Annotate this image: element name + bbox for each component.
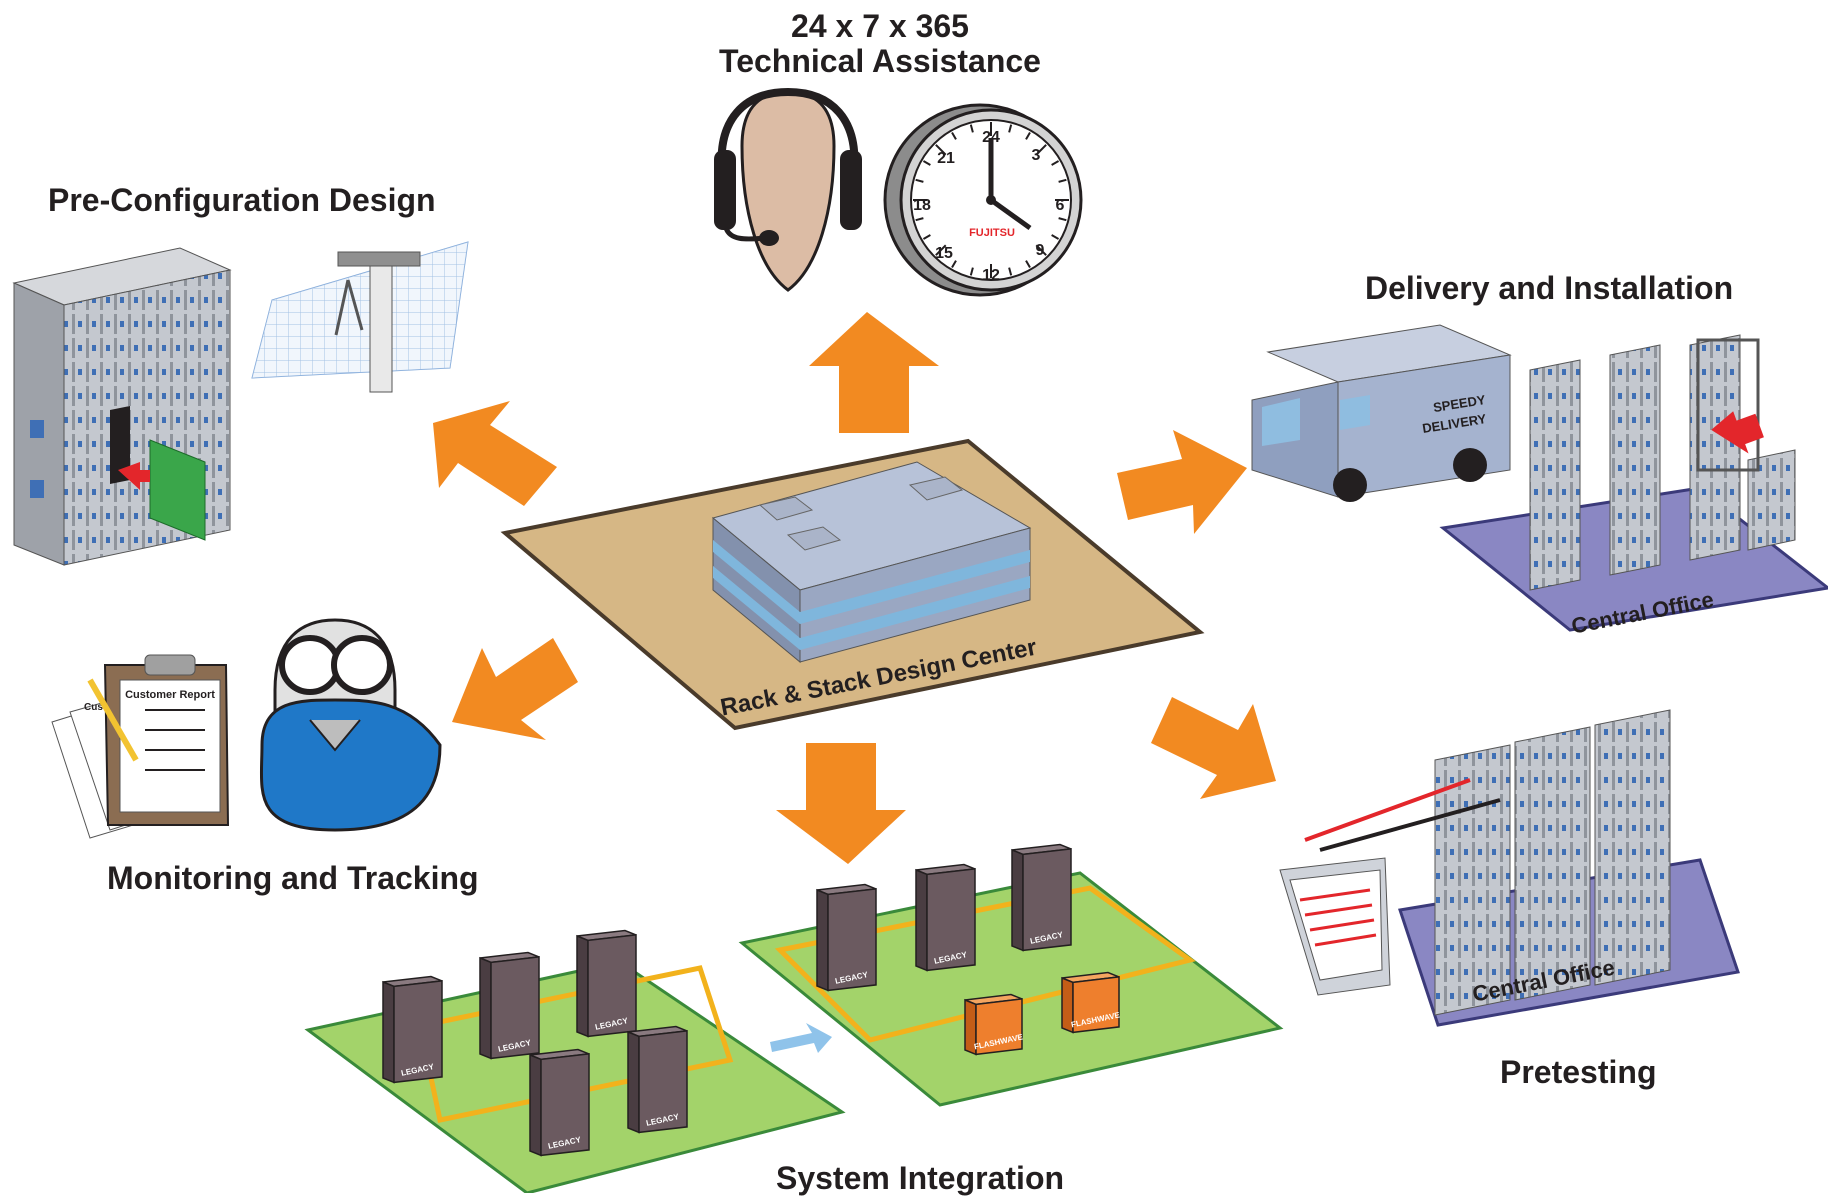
- system-integration-title: System Integration: [775, 1160, 1065, 1196]
- legacy-device: LEGACY: [915, 863, 976, 972]
- pretesting-title: Pretesting: [1500, 1054, 1657, 1090]
- arrow-up: [809, 312, 939, 433]
- arrow-upright: [1117, 430, 1247, 534]
- flashwave-devices: FLASHWAVE FLASHWAVE: [964, 971, 1121, 1056]
- clipboard-report-icon: Customer Report Cus: [51, 654, 230, 839]
- clock-tick: [1035, 244, 1047, 256]
- preconfig-title: Pre-Configuration Design: [48, 182, 436, 218]
- customer-report-title: Customer Report: [125, 689, 215, 701]
- arrow-down: [776, 743, 906, 864]
- clock-tick: [922, 160, 931, 166]
- binoculars-person-icon: [259, 618, 442, 832]
- tech-assist-line2: Technical Assistance: [719, 43, 1041, 79]
- tech-assist-line1: 24 x 7 x 365: [791, 8, 969, 44]
- building-icon: [711, 461, 1032, 664]
- clock-tick: [951, 131, 957, 140]
- clock-number-18: 18: [913, 197, 931, 214]
- clock-number-12: 12: [982, 267, 1000, 284]
- clock-tick: [922, 234, 931, 240]
- clock-brand: FUJITSU: [969, 227, 1015, 239]
- legacy-devices-right: LEGACY LEGACY LEGACY: [816, 843, 1072, 992]
- legacy-device: LEGACY: [627, 1025, 688, 1134]
- clock-number-21: 21: [937, 150, 955, 167]
- rack-stack-design-center: [500, 438, 1205, 731]
- clock-number-15: 15: [935, 245, 953, 262]
- clipboard-back-text: Cus: [84, 702, 103, 713]
- legacy-device: LEGACY: [529, 1048, 590, 1157]
- clock-tick: [1058, 178, 1067, 183]
- clock-tick: [969, 267, 974, 276]
- migration-arrow: [770, 1023, 832, 1053]
- clock-tick: [1008, 267, 1013, 276]
- clock-tick: [1058, 217, 1067, 222]
- headset-head-icon: [714, 87, 862, 292]
- clock-tick: [1035, 144, 1047, 156]
- arrow-downright: [1151, 697, 1276, 799]
- monitoring-title: Monitoring and Tracking: [107, 860, 479, 896]
- arrow-downleft: [452, 638, 578, 740]
- clock-tick: [1025, 260, 1031, 269]
- clock-tick: [1025, 131, 1031, 140]
- central-office-install-icon: Central Office: [1439, 334, 1828, 639]
- clock-tick: [935, 144, 947, 156]
- clock-number-24: 24: [982, 129, 1000, 146]
- equipment-rack-icon: [12, 247, 232, 566]
- clock-tick: [1051, 234, 1060, 240]
- clock-tick: [969, 124, 974, 133]
- legacy-device: LEGACY: [816, 883, 877, 992]
- legacy-device: LEGACY: [479, 951, 540, 1060]
- clock-number-9: 9: [1036, 242, 1045, 259]
- arrow-upleft: [433, 401, 557, 506]
- central-office-pretest-icon: Central Office: [1279, 709, 1740, 1027]
- clock-tick: [915, 217, 924, 222]
- delivery-title: Delivery and Installation: [1365, 270, 1734, 306]
- legacy-device: LEGACY: [1011, 843, 1072, 952]
- clock-tick: [1008, 124, 1013, 133]
- legacy-device: LEGACY: [576, 929, 637, 1038]
- clock-number-3: 3: [1032, 147, 1041, 164]
- drafting-grid-icon: [251, 241, 469, 393]
- delivery-truck-icon: SPEEDY DELIVERY: [1251, 324, 1512, 502]
- clock-tick: [915, 178, 924, 183]
- clock-tick: [935, 244, 947, 256]
- clock-tick: [1051, 160, 1060, 166]
- clock-number-6: 6: [1056, 197, 1065, 214]
- clock-icon: 24 3 6 9 12 15 18 21 FUJITSU: [883, 103, 1083, 297]
- flow-arrows: [433, 312, 1276, 864]
- flashwave-device: FLASHWAVE: [1061, 971, 1121, 1034]
- legacy-device: LEGACY: [382, 975, 443, 1084]
- clock-tick: [951, 260, 957, 269]
- flashwave-device: FLASHWAVE: [964, 993, 1024, 1056]
